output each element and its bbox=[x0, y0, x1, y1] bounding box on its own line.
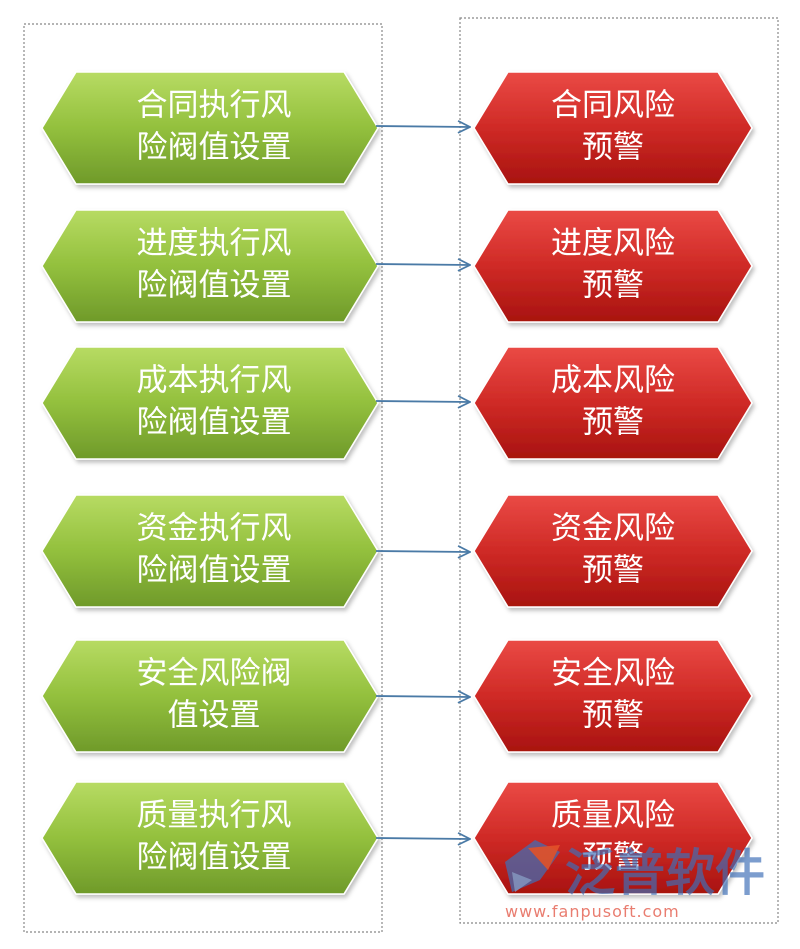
threshold-setting-label: 险阀值设置 bbox=[137, 130, 292, 166]
threshold-setting-hexagon bbox=[41, 781, 379, 895]
connector-arrow bbox=[375, 401, 470, 402]
rows-layer: 合同执行风险阀值设置合同风险预警进度执行风险阀值设置进度风险预警成本执行风险阀值… bbox=[41, 71, 753, 895]
threshold-setting-hexagon bbox=[41, 209, 379, 323]
connector-arrow bbox=[375, 264, 470, 265]
watermark-brand: 泛普软件 bbox=[565, 844, 765, 902]
risk-warning-label: 预警 bbox=[582, 553, 644, 589]
risk-warning-label: 进度风险 bbox=[551, 226, 675, 262]
threshold-setting-hexagon bbox=[41, 71, 379, 185]
risk-warning-hexagon bbox=[473, 71, 753, 185]
connector-arrow bbox=[375, 126, 470, 127]
fanpu-logo-icon bbox=[505, 840, 560, 892]
risk-warning-label: 预警 bbox=[582, 405, 644, 441]
risk-warning-label: 质量风险 bbox=[551, 798, 675, 834]
risk-warning-hexagon bbox=[473, 209, 753, 323]
threshold-setting-label: 险阀值设置 bbox=[137, 840, 292, 876]
watermark: 泛普软件 www.fanpusoft.com bbox=[505, 840, 765, 921]
threshold-setting-label: 资金执行风 bbox=[137, 511, 292, 547]
risk-warning-hexagon bbox=[473, 494, 753, 608]
threshold-group-frame bbox=[23, 23, 383, 933]
threshold-setting-hexagon bbox=[41, 639, 379, 753]
risk-warning-label: 预警 bbox=[582, 268, 644, 304]
risk-warning-label: 安全风险 bbox=[551, 656, 675, 692]
warning-group-frame bbox=[459, 17, 779, 924]
connector-arrow bbox=[375, 696, 470, 697]
threshold-setting-label: 险阀值设置 bbox=[137, 553, 292, 589]
risk-warning-hexagon bbox=[473, 639, 753, 753]
threshold-setting-label: 质量执行风 bbox=[137, 798, 292, 834]
risk-warning-label: 合同风险 bbox=[551, 88, 675, 124]
threshold-setting-label: 安全风险阀 bbox=[137, 656, 292, 692]
threshold-setting-label: 成本执行风 bbox=[137, 363, 292, 399]
connector-arrow bbox=[375, 838, 470, 839]
threshold-setting-label: 进度执行风 bbox=[137, 226, 292, 262]
threshold-setting-hexagon bbox=[41, 494, 379, 608]
risk-warning-label: 预警 bbox=[582, 130, 644, 166]
risk-warning-hexagon bbox=[473, 346, 753, 460]
threshold-setting-label: 合同执行风 bbox=[137, 88, 292, 124]
threshold-setting-label: 险阀值设置 bbox=[137, 268, 292, 304]
threshold-setting-label: 值设置 bbox=[168, 698, 261, 734]
risk-warning-label: 资金风险 bbox=[551, 511, 675, 547]
risk-warning-label: 预警 bbox=[582, 698, 644, 734]
connector-arrow bbox=[375, 551, 470, 552]
risk-warning-label: 成本风险 bbox=[551, 363, 675, 399]
threshold-setting-label: 险阀值设置 bbox=[137, 405, 292, 441]
watermark-url: www.fanpusoft.com bbox=[505, 902, 680, 921]
threshold-setting-hexagon bbox=[41, 346, 379, 460]
risk-warning-label: 预警 bbox=[582, 840, 644, 876]
